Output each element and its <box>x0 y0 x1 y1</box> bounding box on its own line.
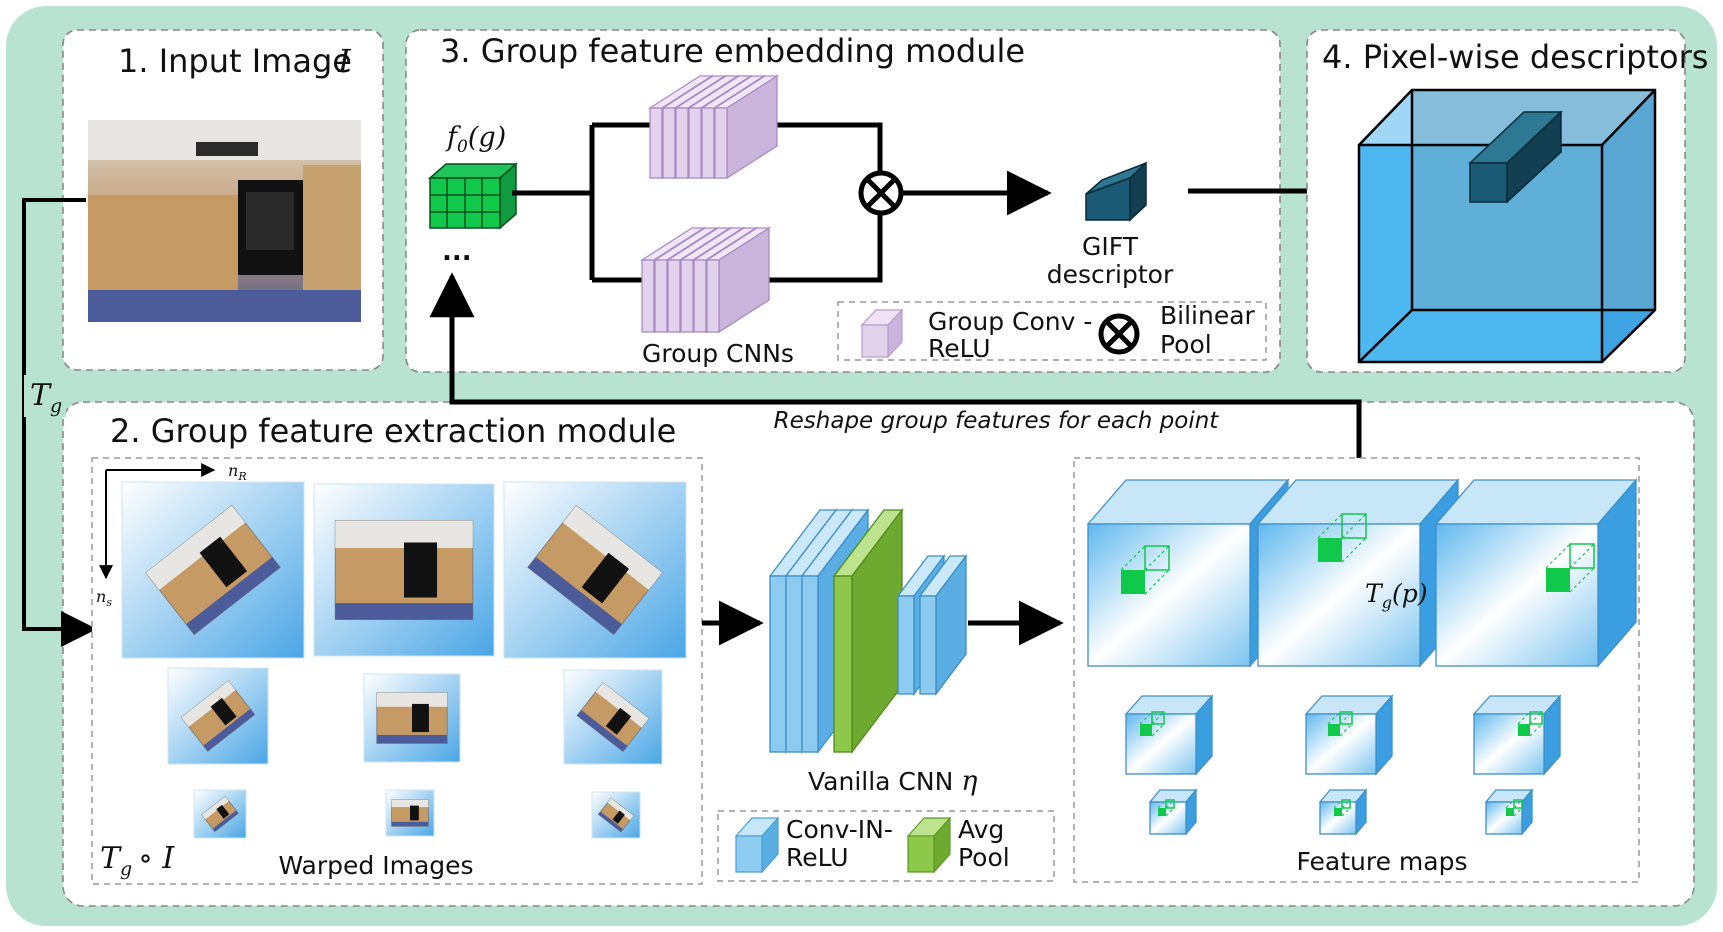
legend-group-conv-line1: Group Conv - <box>928 307 1092 336</box>
reshape-arrow-line <box>449 286 1362 458</box>
legend-conv-line1: Conv-IN- <box>786 815 893 844</box>
feature-point-marker <box>1139 711 1165 737</box>
feature-map-small-cube <box>1484 788 1534 836</box>
avg-pool-legend-icon <box>906 816 952 874</box>
tg-compose-label: Tg∘ I <box>100 841 175 880</box>
f0-label: f0(g) <box>445 122 506 157</box>
group-cnn-stack-upper <box>647 74 780 180</box>
feature-map-cubes <box>1086 478 1638 836</box>
warped-image-thumbnail <box>363 673 461 763</box>
gift-descriptor-icon <box>1085 161 1147 222</box>
group-conv-slab <box>704 226 772 334</box>
feature-point-marker <box>1120 545 1170 595</box>
tg-label-bg <box>24 375 66 417</box>
input-image-title: 1. Input Image <box>118 42 352 80</box>
conv-in-relu-legend-icon <box>734 816 780 874</box>
feature-map-large-cube <box>1434 478 1638 668</box>
vanilla-cnn-stack <box>768 508 968 754</box>
ns-label: ns <box>96 587 112 609</box>
feature-maps-label: Feature maps <box>1297 847 1468 876</box>
extraction-title: 2. Group feature extraction module <box>110 412 676 450</box>
feature-map-medium-cube <box>1124 694 1214 776</box>
group-conv-slab <box>712 74 780 180</box>
warped-image-thumbnail <box>121 481 305 659</box>
feature-map-large-cube <box>1256 478 1460 668</box>
gift-label-line1: GIFT <box>1082 232 1139 261</box>
input-image-var: I <box>337 42 352 80</box>
embedding-title: 3. Group feature embedding module <box>440 32 1025 70</box>
legend-bilinear-pool-icon <box>1098 313 1140 355</box>
legend-bilinear-line2: Pool <box>1160 330 1212 359</box>
embedding-legend <box>837 301 1267 361</box>
tg-label: Tg <box>30 378 62 417</box>
legend-bilinear-line1: Bilinear <box>1160 301 1256 330</box>
embedding-panel <box>405 29 1281 373</box>
avg-pool-layer <box>832 508 904 754</box>
tgp-label: Tg(p) <box>1365 579 1427 612</box>
warped-image-thumbnail <box>591 791 641 839</box>
ellipsis-label: ... <box>442 237 472 267</box>
feature-point-marker <box>1545 543 1595 593</box>
reshape-label: Reshape group features for each point <box>774 408 1220 434</box>
pixel-descriptor-cube <box>1357 88 1657 364</box>
feature-map-small-cube <box>1318 788 1368 836</box>
bilinear-pool-icon <box>858 170 904 216</box>
nr-label: nR <box>228 461 247 483</box>
warped-image-thumbnail <box>385 789 435 837</box>
feature-map-small-cube <box>1148 788 1198 836</box>
legend-avg-line2: Pool <box>958 843 1010 872</box>
warped-image-thumbnail <box>167 667 269 765</box>
feature-point-marker <box>1505 799 1523 817</box>
feature-point-marker <box>1157 799 1175 817</box>
gift-label-line2: descriptor <box>1047 260 1174 289</box>
feature-point-marker <box>1317 513 1367 563</box>
feature-point-marker <box>1517 711 1543 737</box>
warped-image-grid <box>121 481 687 839</box>
warped-image-thumbnail <box>563 669 663 765</box>
legend-group-conv-line2: ReLU <box>928 334 991 363</box>
input-kitchen-image <box>88 120 361 322</box>
legend-conv-line2: ReLU <box>786 843 849 872</box>
warped-image-thumbnail <box>193 789 247 839</box>
warped-image-thumbnail <box>313 483 495 657</box>
group-cnn-stack-lower <box>639 226 772 334</box>
warped-images-label: Warped Images <box>278 851 473 880</box>
group-cnns-label: Group CNNs <box>642 339 794 368</box>
legend-avg-line1: Avg <box>958 815 1004 844</box>
feature-point-marker <box>1333 799 1351 817</box>
feature-map-medium-cube <box>1304 694 1394 776</box>
descriptors-title: 4. Pixel-wise descriptors <box>1322 38 1708 76</box>
feature-map-medium-cube <box>1472 694 1562 776</box>
feature-point-marker <box>1327 711 1353 737</box>
conv-in-relu-layer <box>918 554 968 696</box>
warped-image-thumbnail <box>503 481 687 659</box>
group-feature-stack-icon <box>428 162 518 230</box>
group-conv-legend-icon <box>860 308 904 359</box>
